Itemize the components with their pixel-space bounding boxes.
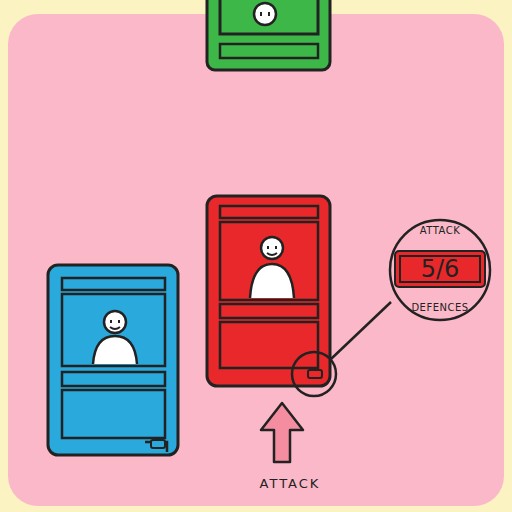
stat-heading: DEFENCES xyxy=(411,302,468,313)
blue-card xyxy=(48,265,178,455)
attack-arrow xyxy=(261,403,303,462)
zoom-callout: ATTACK 5/6DEFENCES xyxy=(388,218,492,322)
stat-box: 5/6 xyxy=(394,250,486,288)
stat-slot: 5/6 xyxy=(394,250,486,288)
arrow-label: ATTACK xyxy=(260,476,321,491)
stat-value: 5/6 xyxy=(421,257,460,281)
zoom-marker xyxy=(292,352,336,396)
stat-heading: ATTACK xyxy=(420,225,461,236)
green-card xyxy=(207,0,330,70)
leader-line xyxy=(331,302,391,359)
background-panel xyxy=(8,14,504,506)
red-card xyxy=(207,196,330,386)
